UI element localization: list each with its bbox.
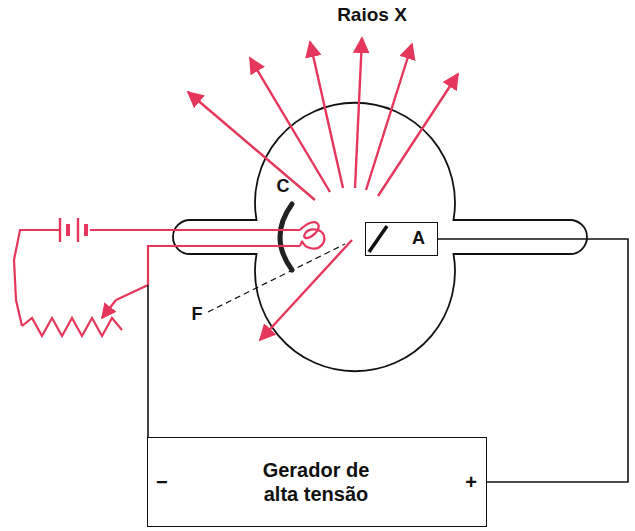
x-ray-arrow [378,74,458,196]
leader-line [208,244,345,312]
filament-lead [116,246,300,300]
x-ray-arrow [355,38,362,188]
cathode-label: C [277,176,290,197]
rheostat-wiper [102,300,116,318]
battery-plate [84,224,88,236]
filament-lead [90,229,300,231]
anode-letter: A [412,228,425,250]
battery-wire [14,230,60,326]
high-voltage-generator: − Gerador de alta tensão + [147,437,487,527]
polarity-sign: − [156,470,168,494]
rays-label: Raios X [337,4,407,26]
battery-symbol [60,218,86,242]
rheostat-symbol [22,318,122,336]
cathode-cup [280,204,292,270]
filament-coil [300,222,324,248]
focus-label: F [192,304,203,325]
x-rays [188,38,458,340]
battery-plate [77,218,79,242]
x-ray-arrow [310,42,343,188]
anode-block: A [365,222,438,256]
x-ray-arrow [366,44,412,190]
x-ray-arrow [188,92,315,200]
anode-target [369,226,387,252]
x-ray-arrow [260,240,352,340]
polarity-sign: + [465,470,477,494]
battery-plate [66,224,70,236]
battery-plate [59,218,61,242]
generator-label: Gerador de alta tensão [251,458,381,506]
